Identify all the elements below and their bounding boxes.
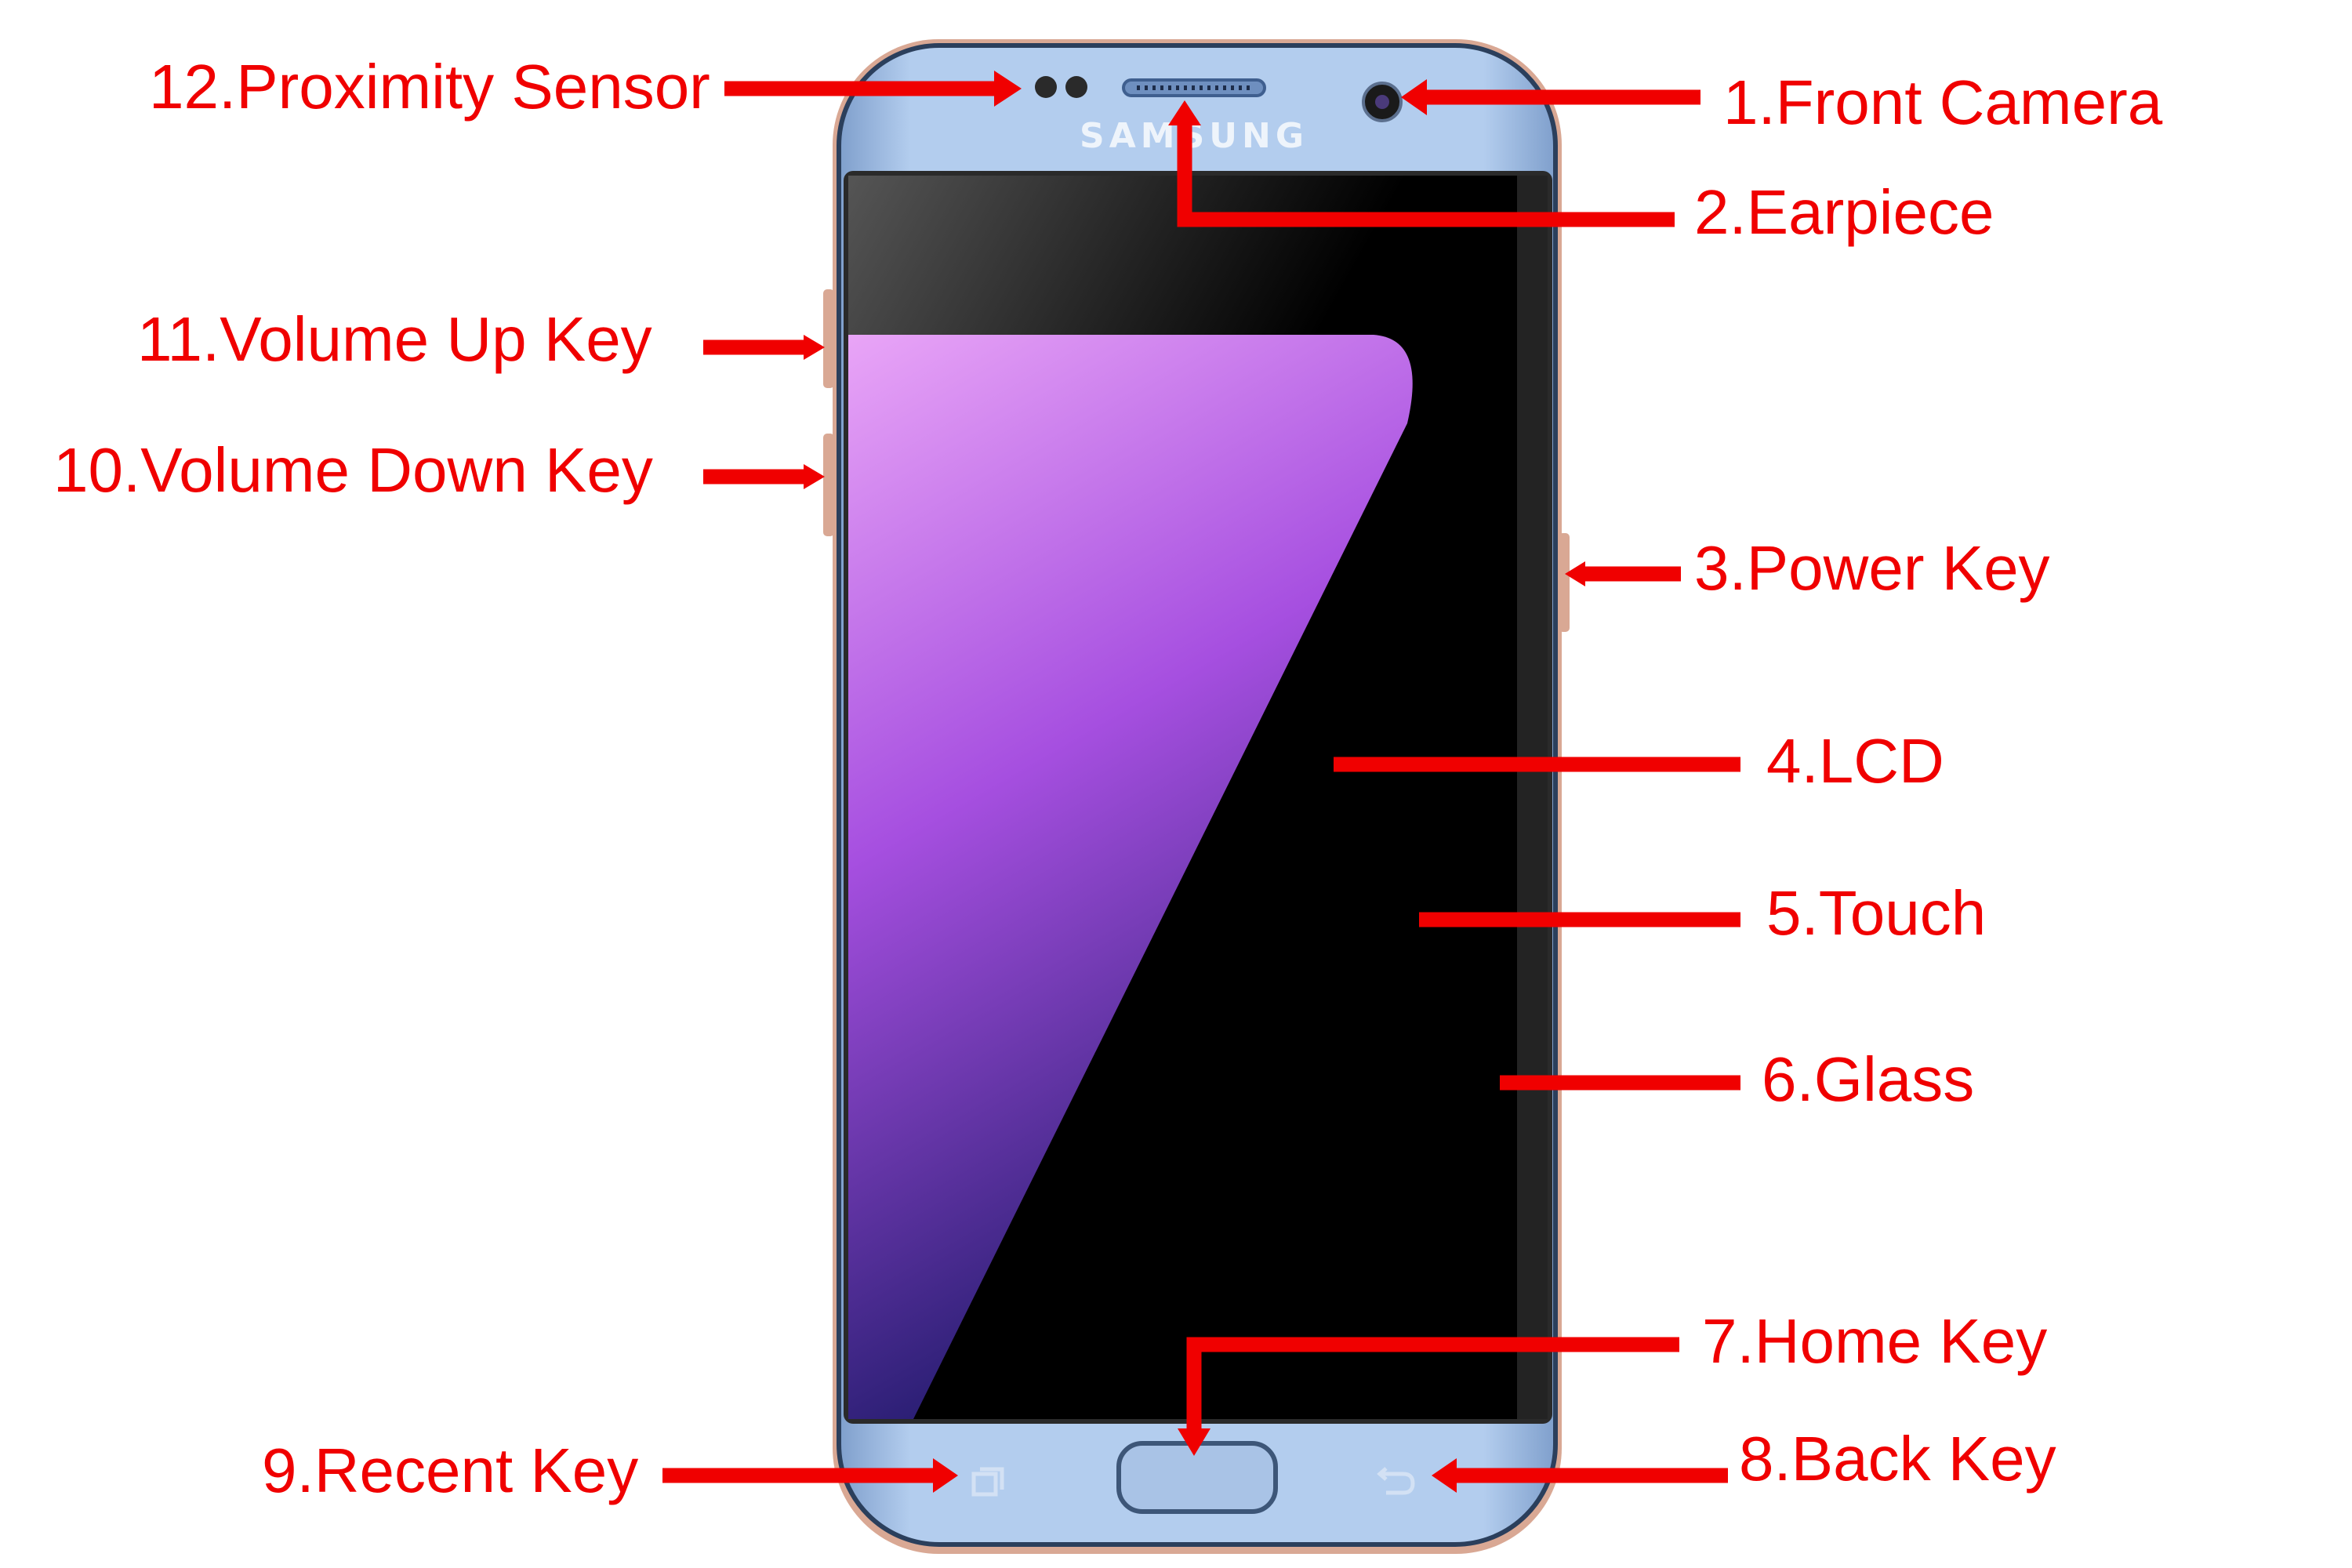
callout-3-power-key: 3.Power Key (1565, 533, 2050, 603)
label-glass: 6.Glass (1762, 1044, 1974, 1114)
phone: SAMSUNG (823, 39, 1570, 1554)
callout-7-home-key: 7.Home Key (1178, 1306, 2047, 1456)
callout-12-proximity-sensor: 12.Proximity Sensor (149, 52, 1022, 122)
callout-2-earpiece: 2.Earpiece (1168, 100, 1994, 247)
label-back-key: 8.Back Key (1739, 1424, 2056, 1494)
label-recent-key: 9.Recent Key (262, 1436, 638, 1505)
label-volume-down-key: 10.Volume Down Key (53, 435, 653, 505)
callout-10-volume-down: 10.Volume Down Key (53, 435, 825, 505)
home-key (1116, 1441, 1278, 1514)
proximity-sensor-icon (1065, 76, 1087, 98)
camera-lens (1375, 95, 1389, 109)
callout-8-back-key: 8.Back Key (1432, 1424, 2056, 1494)
label-front-camera: 1.Front Camera (1723, 67, 2163, 137)
screen-right-edge (1517, 176, 1548, 1419)
label-lcd: 4.LCD (1766, 726, 1944, 796)
callout-4-lcd: 4.LCD (1334, 726, 1944, 796)
label-proximity-sensor: 12.Proximity Sensor (149, 52, 710, 122)
volume-up-key (823, 289, 834, 388)
wallpaper-shape (848, 335, 1413, 1419)
callout-11-volume-up: 11.Volume Up Key (137, 304, 825, 374)
label-power-key: 3.Power Key (1694, 533, 2050, 603)
back-key-icon (1377, 1467, 1415, 1495)
proximity-sensor-icon (1035, 76, 1057, 98)
callout-6-glass: 6.Glass (1500, 1044, 1974, 1114)
label-volume-up-key: 11.Volume Up Key (137, 304, 652, 374)
callout-5-touch: 5.Touch (1419, 878, 1986, 948)
recent-key-icon (971, 1467, 1004, 1497)
label-earpiece: 2.Earpiece (1694, 177, 1994, 247)
volume-down-key (823, 434, 834, 536)
callout-9-recent-key: 9.Recent Key (262, 1436, 958, 1505)
label-home-key: 7.Home Key (1702, 1306, 2047, 1376)
label-touch: 5.Touch (1766, 878, 1986, 948)
callout-1-front-camera: 1.Front Camera (1401, 67, 2163, 137)
